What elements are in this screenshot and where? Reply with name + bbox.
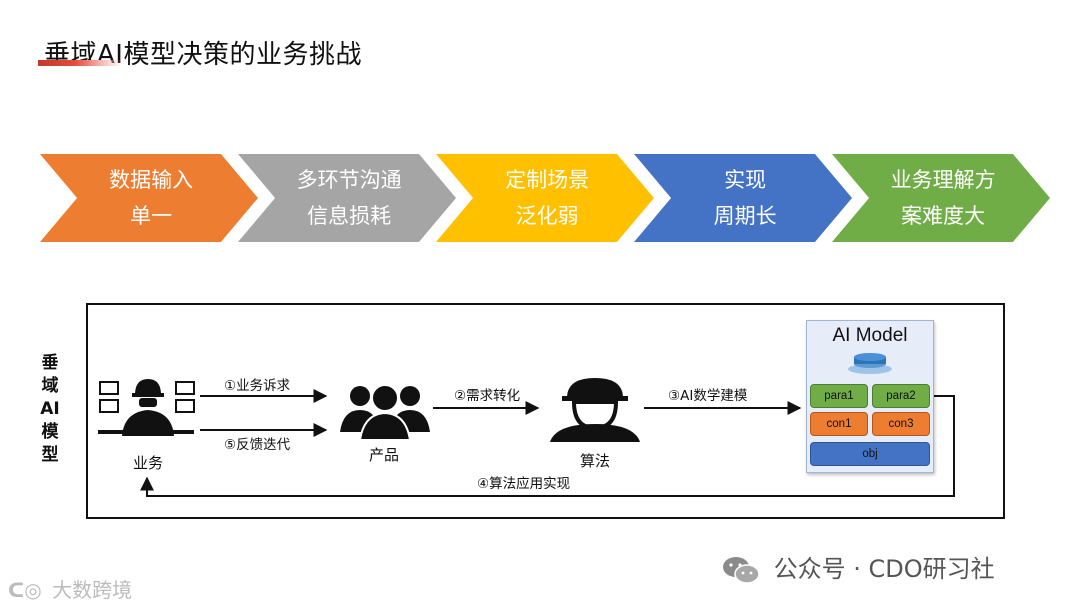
ai-model-panel: AI Model para1 para2 con1 con3 obj [806,320,934,473]
side-label-char: 域 [41,376,59,396]
business-label: 业务 [132,454,163,472]
chevron-line1: 实现 [724,168,767,192]
business-worker-icon [98,379,195,436]
logo-watermark-text: 大数跨境 [52,578,133,602]
algorithm-engineer-icon [550,378,640,442]
algorithm-label: 算法 [579,452,610,470]
constraint-chip-con1: con1 [810,412,868,436]
workflow-diagram-frame [86,303,1005,519]
chevron-line2: 泛化弱 [515,204,579,228]
step1-business-request: ①业务诉求 [224,378,291,394]
wechat-icon [723,557,760,584]
side-label-char: 模 [41,422,59,442]
chevron-line2: 周期长 [713,204,777,228]
param-chip-para2: para2 [872,384,930,408]
chevron-line1: 业务理解方 [890,168,996,192]
param-chip-para1: para1 [810,384,868,408]
wechat-account-name: 公众号 · CDO研习社 [773,555,995,583]
database-icon [848,353,892,374]
step4-algorithm-application: ④算法应用实现 [477,476,571,492]
vertical-domain-label: 垂 域 AI 模 型 [38,352,62,467]
logo-watermark: ᑕ◎ 大数跨境 [8,574,132,603]
side-label-char: AI [40,399,60,419]
product-label: 产品 [368,446,399,464]
constraint-chip-con3: con3 [872,412,930,436]
wechat-watermark: 公众号 · CDO研习社 [722,549,995,585]
step3-ai-math-modeling: ③AI数学建模 [668,388,748,404]
chevron-line1: 多环节沟通 [296,168,402,192]
chevron-line1: 定制场景 [505,168,590,192]
title-underline [38,60,122,66]
chevron-line2: 信息损耗 [307,204,392,228]
ai-model-title: AI Model [832,325,908,346]
product-team-icon [340,384,430,441]
side-label-char: 垂 [41,353,59,373]
logo-mark-icon: ᑕ◎ [8,578,42,602]
step5-feedback-iteration: ⑤反馈迭代 [224,437,291,453]
chevron-line2: 单一 [130,204,173,228]
arrow-model-back-to-business [140,395,955,497]
chevron-line2: 案难度大 [901,204,986,228]
side-label-char: 型 [41,445,59,465]
objective-chip-obj: obj [810,442,930,466]
step2-requirement-conversion: ②需求转化 [454,388,521,404]
chevron-line1: 数据输入 [109,168,194,192]
